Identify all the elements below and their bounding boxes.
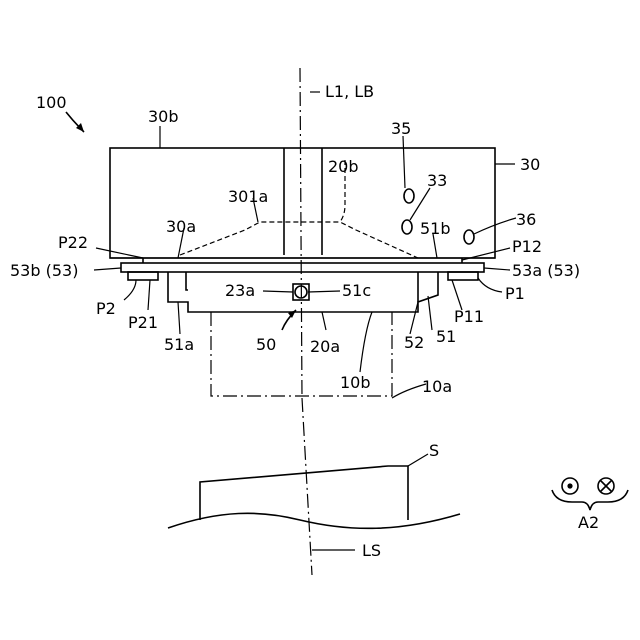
surface-s-wave [168,513,460,528]
leader-53b [94,268,121,270]
label-301a: 301a [228,187,268,206]
leader-52 [410,302,418,334]
holder-51a-step [186,272,188,290]
label-53b: 53b (53) [10,261,78,280]
label-p12: P12 [512,237,542,256]
pad-p2 [128,272,158,280]
hole-35 [404,189,414,203]
lens-301a-dashed [180,222,418,258]
label-10b: 10b [340,373,371,392]
label-30a: 30a [166,217,196,236]
label-ls: LS [362,541,381,560]
axis-l1-lb [300,68,302,398]
plate-53 [121,263,484,272]
label-51c: 51c [342,281,371,300]
label-35: 35 [391,119,411,138]
label-l1-lb: L1, LB [325,82,374,101]
label-p11: P11 [454,307,484,326]
leader-p22 [96,248,143,258]
label-52: 52 [404,333,424,352]
label-50: 50 [256,335,276,354]
leader-35 [403,136,405,188]
leader-10b [360,312,372,372]
symbol-dot-center-icon [567,483,572,488]
pad-p1 [448,272,478,280]
label-p1: P1 [505,284,525,303]
label-20b: 20b [328,157,359,176]
leader-p21 [148,280,150,310]
label-23a: 23a [225,281,255,300]
hole-33 [402,220,412,234]
label-30: 30 [520,155,540,174]
leader-53a [484,268,510,270]
label-10a: 10a [422,377,452,396]
leader-51c [308,291,340,292]
label-51b: 51b [420,219,451,238]
leader-p11 [452,280,462,310]
leader-23a [263,291,293,292]
leader-20a [322,312,326,330]
leader-51a [178,302,180,334]
leader-p1 [478,278,502,292]
label-p21: P21 [128,313,158,332]
label-20a: 20a [310,337,340,356]
label-100: 100 [36,93,67,112]
leader-p2 [124,280,136,300]
leader-10a [392,384,426,398]
hole-36 [464,230,474,244]
leader-51 [428,296,432,330]
leader-s [408,454,428,466]
label-30b: 30b [148,107,179,126]
housing-30 [110,148,495,258]
label-p22: P22 [58,233,88,252]
label-33: 33 [427,171,447,190]
brace-a2 [552,490,628,510]
label-s: S [429,441,439,460]
label-51a: 51a [164,335,194,354]
label-36: 36 [516,210,536,229]
axis-ls [302,398,312,575]
surface-s-object [200,466,408,520]
holder-51 [168,272,438,312]
label-a2: A2 [578,513,599,532]
label-53a: 53a (53) [512,261,580,280]
label-51: 51 [436,327,456,346]
label-p2: P2 [96,299,116,318]
